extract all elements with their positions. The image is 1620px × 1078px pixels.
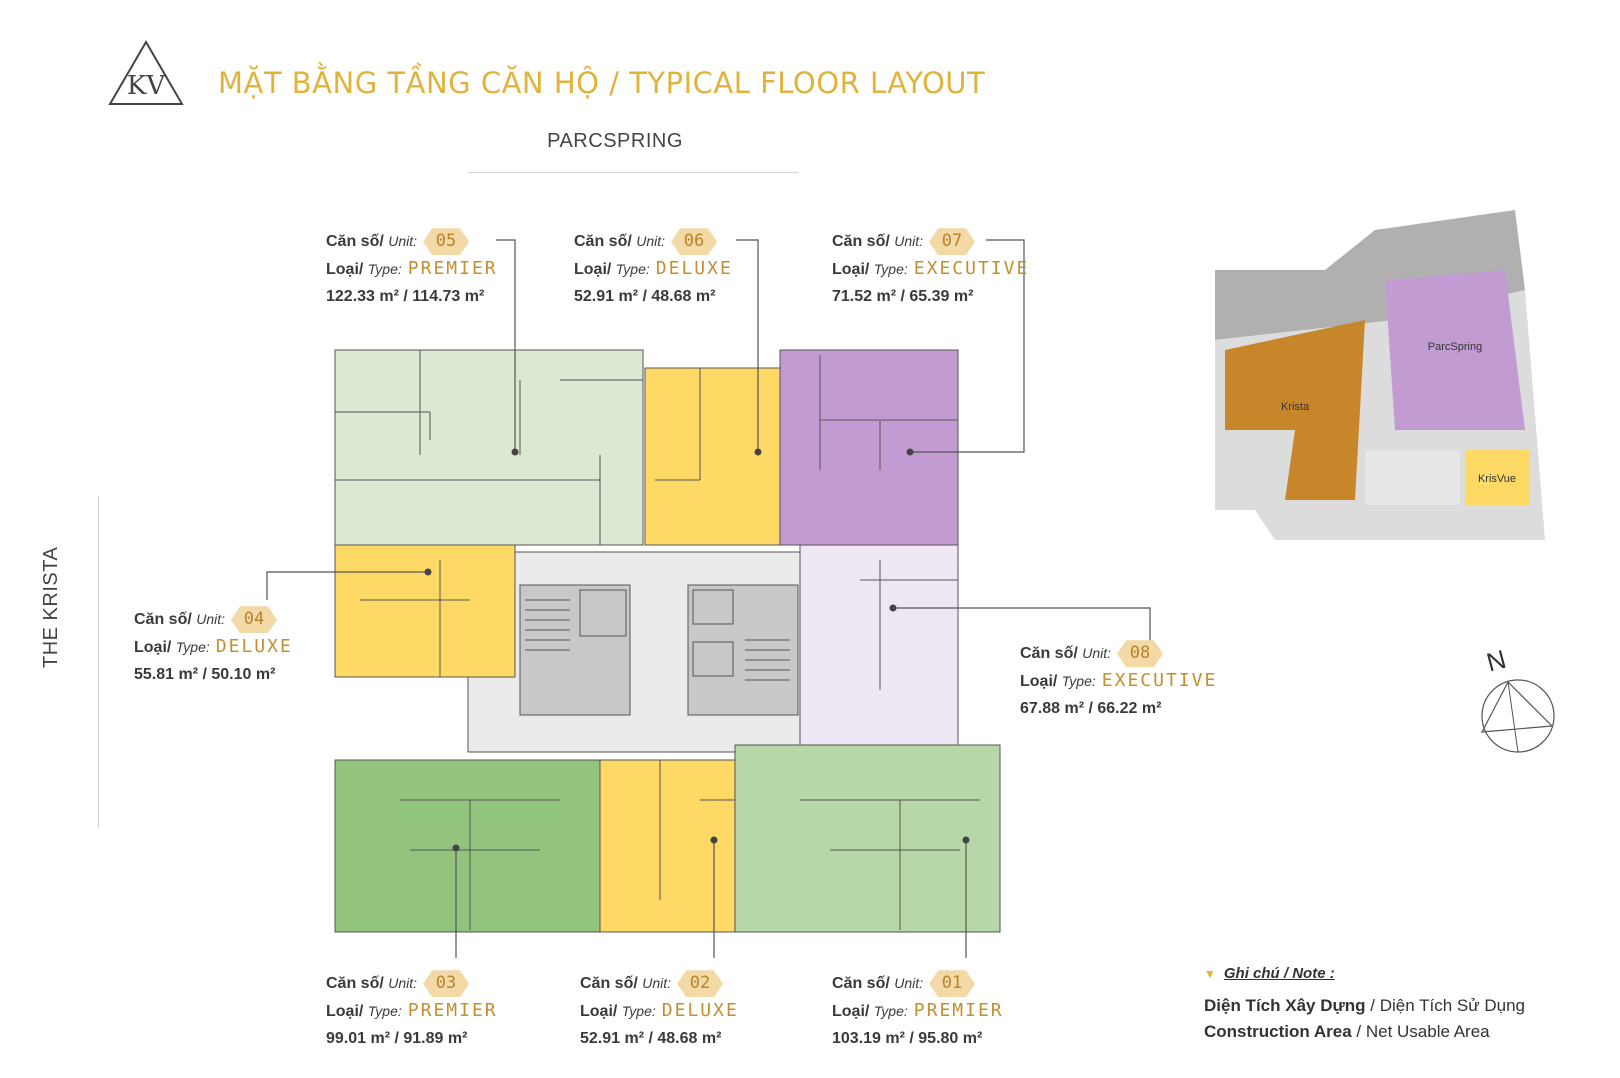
pin-07 xyxy=(906,448,914,456)
pin-04 xyxy=(424,568,432,576)
legend-note: ▼Ghi chú / Note : Diện Tích Xây Dựng / D… xyxy=(1204,965,1525,1041)
room-unit-04 xyxy=(334,544,516,678)
room-unit-03 xyxy=(334,759,601,933)
unit-label-03: Căn số/ Unit:03 Loại/ Type:PREMIER 99.01… xyxy=(326,970,498,1052)
note-triangle-icon: ▼ xyxy=(1204,967,1216,981)
unit-label-04: Căn số/ Unit:04 Loại/ Type:DELUXE 55.81 … xyxy=(134,606,293,688)
pin-05 xyxy=(511,448,519,456)
room-unit-08 xyxy=(799,544,959,746)
note-title: Ghi chú / Note : xyxy=(1223,965,1335,982)
pin-08 xyxy=(889,604,897,612)
site-block-krisvue xyxy=(1465,450,1530,505)
leader-07 xyxy=(910,239,1025,453)
north-building-label: PARCSPRING xyxy=(547,130,683,152)
leader-05 xyxy=(496,239,516,452)
room-unit-02 xyxy=(599,759,736,933)
stair-right xyxy=(745,639,790,681)
site-label-parcspring: ParcSpring xyxy=(1428,341,1482,353)
room-unit-06 xyxy=(644,367,781,546)
site-label-krista: Krista xyxy=(1281,401,1310,413)
core-left xyxy=(519,584,631,716)
leader-04 xyxy=(266,571,428,600)
pin-06 xyxy=(754,448,762,456)
logo-text: KV xyxy=(127,71,166,101)
pin-02 xyxy=(710,836,718,844)
site-block-parcspring xyxy=(1385,270,1525,430)
room-unit-01 xyxy=(734,744,1001,933)
site-label-krisvue: KrisVue xyxy=(1478,473,1516,485)
lift-3 xyxy=(692,641,734,677)
partitions xyxy=(335,350,980,930)
leader-06 xyxy=(736,239,759,452)
north-divider xyxy=(468,172,798,173)
lift-1 xyxy=(579,589,627,637)
room-unit-07 xyxy=(779,349,959,546)
compass-icon: N xyxy=(1480,646,1555,753)
pin-03 xyxy=(452,844,460,852)
unit-label-06: Căn số/ Unit:06 Loại/ Type:DELUXE 52.91 … xyxy=(574,228,733,310)
leader-08 xyxy=(893,607,1151,650)
west-divider xyxy=(98,496,99,828)
unit-label-07: Căn số/ Unit:07 Loại/ Type:EXECUTIVE 71.… xyxy=(832,228,1029,310)
stair-left xyxy=(525,599,570,651)
unit-label-08: Căn số/ Unit:08 Loại/ Type:EXECUTIVE 67.… xyxy=(1020,640,1217,722)
room-unit-05 xyxy=(334,349,644,546)
pin-01 xyxy=(962,836,970,844)
site-map: ParcSpring Krista KrisVue xyxy=(1215,210,1545,540)
site-block-krista xyxy=(1225,320,1365,500)
compass-label: N xyxy=(1483,646,1509,678)
site-block-garden xyxy=(1365,450,1460,505)
unit-label-01: Căn số/ Unit:01 Loại/ Type:PREMIER 103.1… xyxy=(832,970,1004,1052)
kv-logo: KV xyxy=(108,40,184,105)
unit-label-05: Căn số/ Unit:05 Loại/ Type:PREMIER 122.3… xyxy=(326,228,498,310)
page-title: MẶT BẰNG TẦNG CĂN HỘ / TYPICAL FLOOR LAY… xyxy=(218,66,986,100)
unit-label-02: Căn số/ Unit:02 Loại/ Type:DELUXE 52.91 … xyxy=(580,970,739,1052)
lift-2 xyxy=(692,589,734,625)
